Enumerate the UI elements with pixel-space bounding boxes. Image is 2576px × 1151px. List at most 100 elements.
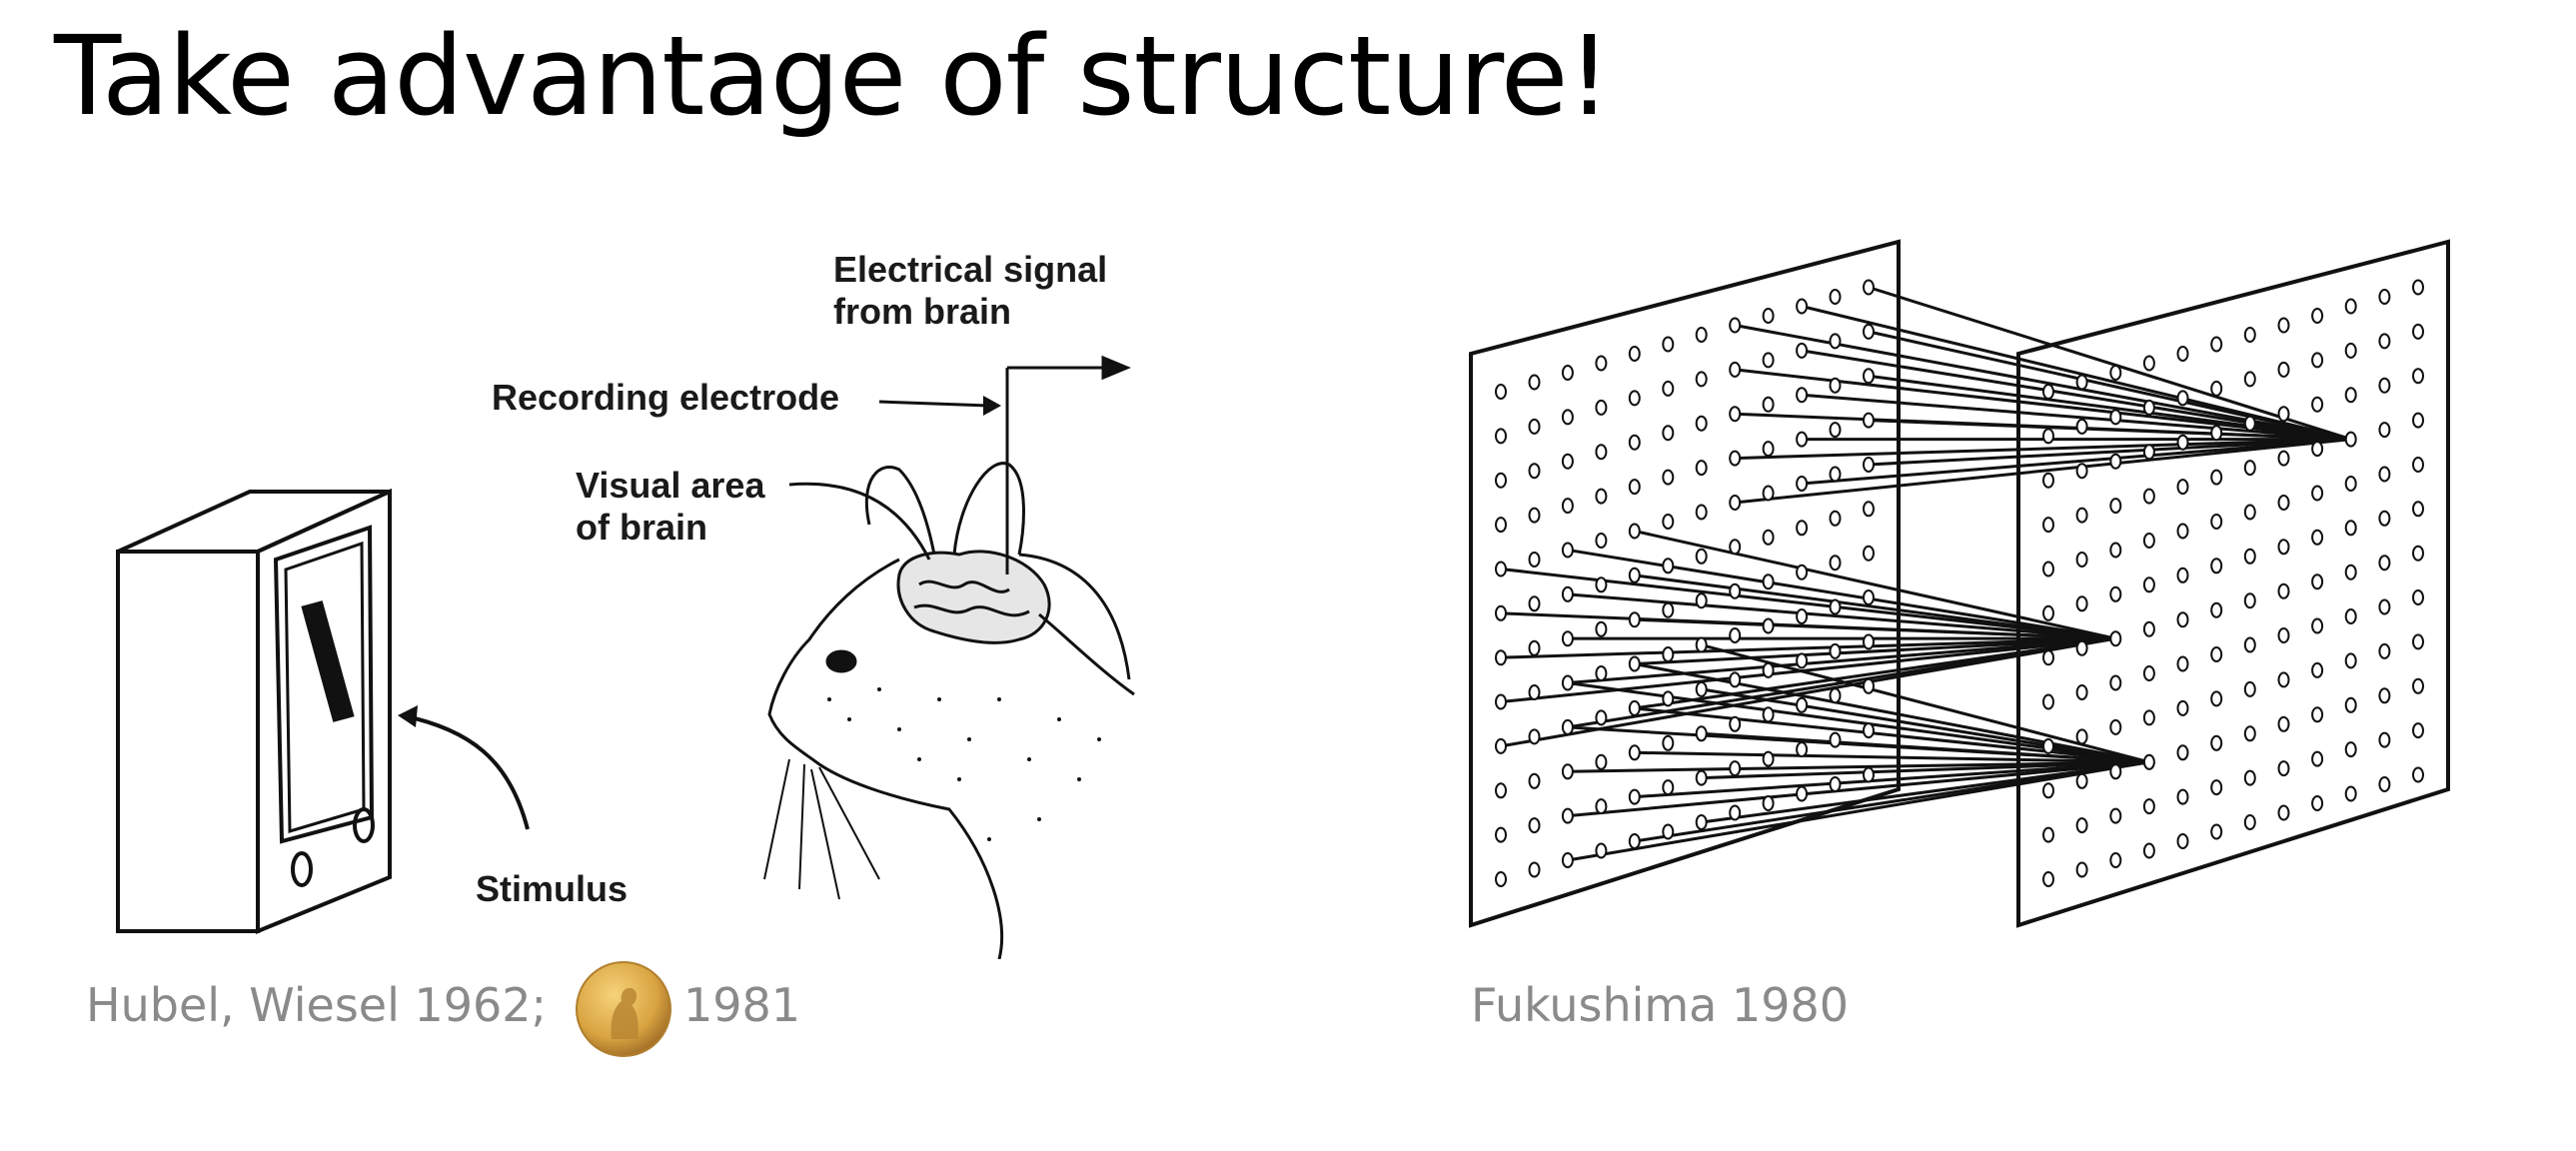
grid-node <box>1495 561 1507 577</box>
grid-node <box>1796 431 1809 448</box>
grid-node <box>2311 706 2324 723</box>
grid-node <box>1796 298 1809 315</box>
connection-line <box>1634 574 2116 640</box>
connection-line <box>1868 374 2351 442</box>
fukushima-caption: Fukushima 1980 <box>1471 978 1850 1032</box>
grid-node <box>2344 476 2357 492</box>
grid-node <box>2378 598 2391 615</box>
grid-node <box>2378 289 2391 305</box>
output-layer-panel <box>2016 239 2450 928</box>
grid-node <box>1829 466 1842 483</box>
grid-node <box>2109 674 2122 691</box>
grid-node <box>1695 371 1708 388</box>
grid-node <box>2142 576 2155 593</box>
grid-node <box>2142 533 2155 549</box>
grid-node <box>2176 434 2189 451</box>
grid-node <box>1628 788 1641 805</box>
grid-node <box>1495 826 1507 843</box>
grid-node <box>1528 772 1541 789</box>
grid-node <box>2075 684 2088 700</box>
grid-node <box>1796 785 1809 802</box>
grid-node <box>2277 539 2290 556</box>
grid-node <box>2142 488 2155 505</box>
grid-node <box>1796 564 1809 580</box>
connection-line <box>1735 438 2351 505</box>
connection-line <box>1634 760 2150 799</box>
grid-node <box>2311 441 2324 458</box>
grid-node <box>2210 601 2223 618</box>
grid-node <box>1561 542 1574 559</box>
grid-node <box>2344 696 2357 713</box>
grid-node <box>1796 387 1809 404</box>
grid-node <box>2243 636 2256 653</box>
grid-node <box>1729 406 1742 423</box>
cat-head-icon <box>763 355 1135 959</box>
visual-area-label-line1: Visual area <box>576 465 765 506</box>
grid-node <box>2378 466 2391 483</box>
grid-node <box>2075 728 2088 745</box>
grid-node <box>2277 804 2290 821</box>
connection-line <box>1801 349 2351 442</box>
grid-node <box>1762 750 1775 767</box>
grid-node <box>1628 567 1641 583</box>
grid-node <box>1796 741 1809 758</box>
grid-node <box>1729 671 1742 688</box>
grid-node <box>1729 760 1742 777</box>
grid-node <box>2378 687 2391 704</box>
grid-node <box>1628 611 1641 628</box>
grid-node <box>1695 769 1708 786</box>
grid-node <box>1829 776 1842 792</box>
grid-node <box>2344 785 2357 802</box>
grid-node <box>2243 814 2256 830</box>
grid-node <box>2042 604 2054 621</box>
grid-node <box>2075 595 2088 612</box>
grid-node <box>1595 665 1608 681</box>
grid-node <box>1495 737 1507 754</box>
connection-line <box>1567 681 2150 764</box>
grid-node <box>1495 871 1507 887</box>
connection-line <box>1701 643 2150 764</box>
grid-node <box>1561 453 1574 470</box>
grid-node <box>2344 342 2357 359</box>
grid-node <box>2075 817 2088 834</box>
grid-node <box>1695 327 1708 343</box>
grid-node <box>2378 377 2391 394</box>
connection-line <box>1567 760 2150 818</box>
grid-node <box>2311 574 2324 590</box>
grid-node <box>2243 460 2256 477</box>
grid-node <box>1662 779 1675 796</box>
connection-line <box>1634 662 2150 764</box>
grid-node <box>1695 460 1708 477</box>
grid-node <box>2042 649 2054 666</box>
grid-node <box>1595 399 1608 416</box>
grid-node <box>2277 317 2290 334</box>
grid-node <box>2109 630 2122 647</box>
grid-node <box>2042 826 2054 843</box>
grid-node <box>1796 342 1809 359</box>
connection-lines <box>1500 286 2352 862</box>
grid-node <box>1729 627 1742 643</box>
grid-node <box>2042 561 2054 577</box>
grid-node <box>1762 396 1775 413</box>
grid-node <box>1662 380 1675 397</box>
grid-node <box>2176 346 2189 362</box>
grid-node <box>1762 795 1775 811</box>
grid-node <box>2412 766 2424 783</box>
grid-node <box>1561 852 1574 868</box>
grid-node <box>2243 725 2256 742</box>
grid-node <box>2210 690 2223 707</box>
grid-node <box>1495 782 1507 799</box>
grid-node <box>2109 852 2122 868</box>
grid-node <box>1729 317 1742 334</box>
grid-node <box>1762 308 1775 324</box>
grid-node <box>1863 279 1875 296</box>
grid-node <box>2142 798 2155 815</box>
grid-node <box>1561 409 1574 426</box>
grid-node <box>2412 545 2424 562</box>
grid-node <box>2243 592 2256 609</box>
grid-node <box>2243 680 2256 697</box>
grid-node <box>1796 652 1809 669</box>
grid-node <box>1662 823 1675 840</box>
grid-node <box>2311 308 2324 324</box>
grid-node <box>2412 323 2424 340</box>
